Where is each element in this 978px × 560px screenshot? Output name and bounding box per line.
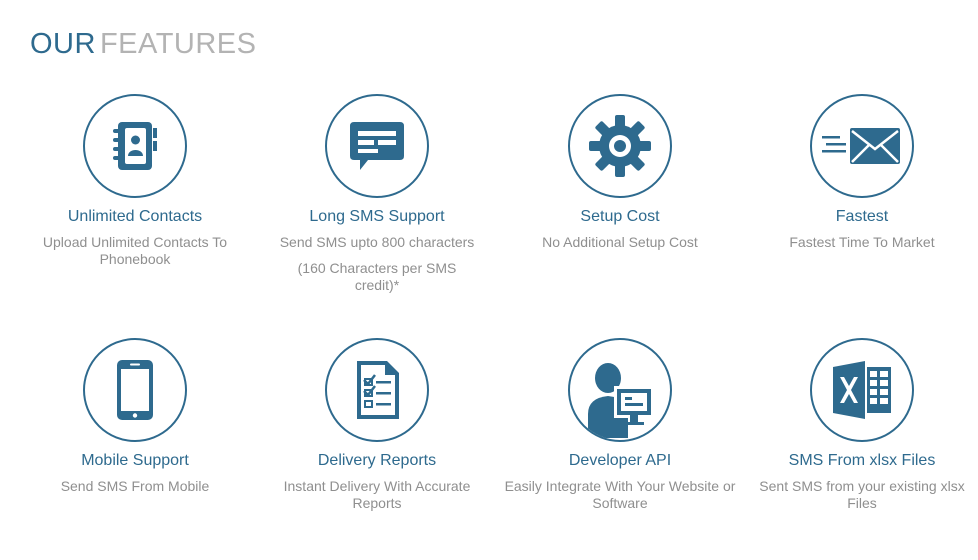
excel-file-icon <box>810 338 914 442</box>
sms-bubble-icon <box>325 94 429 198</box>
developer-monitor-icon <box>568 338 672 442</box>
feature-title: Mobile Support <box>81 452 189 469</box>
contacts-book-icon <box>83 94 187 198</box>
report-checklist-icon <box>325 338 429 442</box>
feature-title: Delivery Reports <box>317 452 437 469</box>
gear-icon <box>568 94 672 198</box>
feature-description: Send SMS From Mobile <box>60 478 210 494</box>
feature-title: Unlimited Contacts <box>67 208 203 225</box>
feature-sms-from-xlsx: SMS From xlsx Files Sent SMS from your e… <box>741 338 978 512</box>
feature-developer-api: Developer API Easily Integrate With Your… <box>499 338 741 512</box>
feature-title: Setup Cost <box>580 208 660 225</box>
feature-title: Long SMS Support <box>309 208 445 225</box>
feature-delivery-reports: Delivery Reports Instant Delivery With A… <box>256 338 498 512</box>
feature-note: (160 Characters per SMS credit)* <box>297 260 457 293</box>
feature-title: Fastest <box>835 208 889 225</box>
fast-envelope-icon <box>810 94 914 198</box>
feature-description: Upload Unlimited Contacts To Phonebook <box>42 234 228 267</box>
feature-fastest: Fastest Fastest Time To Market <box>741 94 978 251</box>
mobile-phone-icon <box>83 338 187 442</box>
heading-word-our: OUR <box>30 28 96 60</box>
feature-description: Sent SMS from your existing xlsx Files <box>759 478 965 511</box>
feature-description: No Additional Setup Cost <box>542 234 698 250</box>
feature-title: Developer API <box>568 452 672 469</box>
feature-mobile-support: Mobile Support Send SMS From Mobile <box>14 338 256 495</box>
feature-setup-cost: Setup Cost No Additional Setup Cost <box>499 94 741 251</box>
feature-description: Fastest Time To Market <box>789 234 935 250</box>
feature-description: Easily Integrate With Your Website or So… <box>504 478 736 511</box>
feature-long-sms-support: Long SMS Support Send SMS upto 800 chara… <box>256 94 498 294</box>
feature-description: Instant Delivery With Accurate Reports <box>283 478 471 511</box>
heading-word-features: FEATURES <box>99 28 257 60</box>
feature-title: SMS From xlsx Files <box>788 452 936 469</box>
feature-unlimited-contacts: Unlimited Contacts Upload Unlimited Cont… <box>14 94 256 268</box>
feature-description: Send SMS upto 800 characters <box>279 234 475 250</box>
